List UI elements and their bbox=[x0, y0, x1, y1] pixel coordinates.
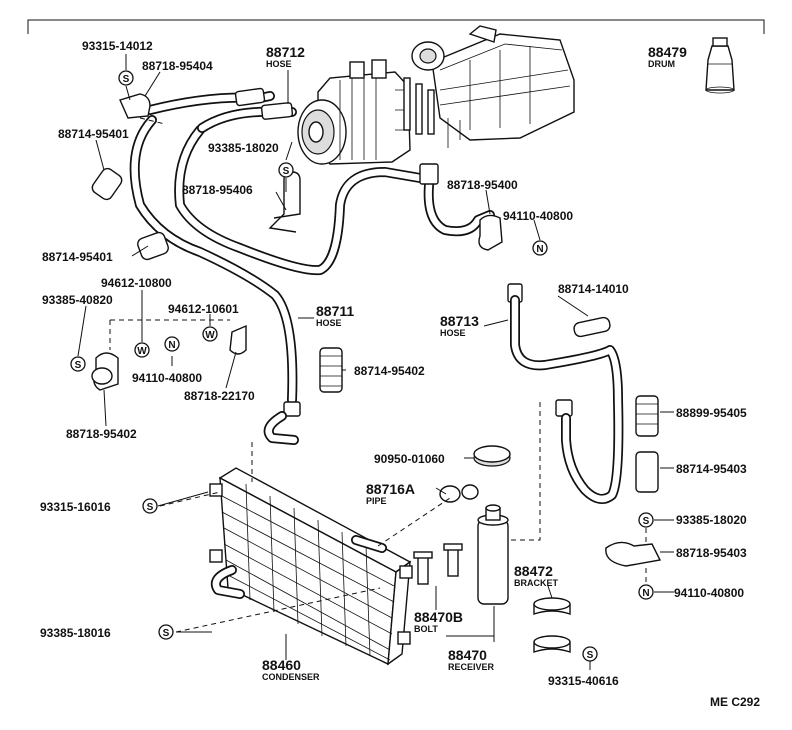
label-88718-95403: 88718-95403 bbox=[676, 546, 747, 560]
pipe-88716A bbox=[263, 411, 479, 503]
svg-text:S: S bbox=[163, 628, 170, 639]
condenser bbox=[209, 467, 413, 666]
symbol-s: S bbox=[582, 646, 598, 662]
label-88716A: 88716A bbox=[366, 481, 415, 497]
label-93385-18020-a: 93385-18020 bbox=[208, 141, 279, 155]
symbol-s: S bbox=[638, 512, 654, 528]
label-94110-40800-b: 94110-40800 bbox=[132, 371, 202, 385]
symbol-s: S bbox=[278, 162, 294, 178]
bracket-88472 bbox=[533, 597, 571, 653]
label-94612-10601: 94612-10601 bbox=[168, 302, 239, 316]
label-88718-95402: 88718-95402 bbox=[66, 427, 137, 441]
clamps bbox=[91, 93, 662, 567]
label-88899-95405: 88899-95405 bbox=[676, 406, 747, 420]
label-88714-95402: 88714-95402 bbox=[354, 364, 425, 378]
label-88479-sub: DRUM bbox=[648, 59, 675, 69]
hose-88713 bbox=[510, 295, 624, 504]
label-88711: 88711 bbox=[316, 303, 354, 319]
leader-lines bbox=[77, 54, 674, 670]
label-88718-95404: 88718-95404 bbox=[142, 59, 213, 73]
label-88713: 88713 bbox=[440, 313, 479, 329]
label-88479: 88479 bbox=[648, 44, 687, 60]
svg-text:S: S bbox=[283, 166, 290, 177]
svg-text:S: S bbox=[123, 74, 130, 85]
symbol-w: W bbox=[202, 326, 218, 342]
label-88470-sub: RECEIVER bbox=[448, 662, 495, 672]
receiver bbox=[477, 504, 509, 605]
symbol-s: S bbox=[158, 624, 174, 640]
label-88470B-sub: BOLT bbox=[414, 624, 438, 634]
label-88712-sub: HOSE bbox=[266, 59, 292, 69]
label-88714-95401-b: 88714-95401 bbox=[42, 250, 113, 264]
svg-text:N: N bbox=[168, 340, 175, 351]
label-88711-sub: HOSE bbox=[316, 318, 342, 328]
svg-text:S: S bbox=[147, 502, 154, 513]
label-88718-22170: 88718-22170 bbox=[184, 389, 255, 403]
label-94110-40800-c: 94110-40800 bbox=[674, 586, 744, 600]
assembly-lines bbox=[109, 117, 647, 633]
label-88470B: 88470B bbox=[414, 609, 463, 625]
symbol-w: W bbox=[134, 342, 150, 358]
symbol-n: N bbox=[638, 584, 654, 600]
bolt-88470B bbox=[413, 543, 463, 585]
symbol-s: S bbox=[70, 356, 86, 372]
label-90950-01060: 90950-01060 bbox=[374, 452, 445, 466]
label-88714-14010: 88714-14010 bbox=[558, 282, 629, 296]
label-93385-40820: 93385-40820 bbox=[42, 293, 113, 307]
label-93385-18016: 93385-18016 bbox=[40, 626, 111, 640]
frame-top bbox=[27, 19, 765, 34]
label-93315-16016: 93315-16016 bbox=[40, 500, 111, 514]
svg-text:N: N bbox=[642, 588, 649, 599]
diagram-code: ME C292 bbox=[710, 695, 760, 709]
svg-text:S: S bbox=[587, 650, 594, 661]
label-88472-sub: BRACKET bbox=[514, 578, 559, 588]
label-93315-40616: 93315-40616 bbox=[548, 674, 619, 688]
part-labels: 93315-14012 88718-95404 88712 HOSE 88479… bbox=[40, 39, 760, 709]
label-88460-sub: CONDENSER bbox=[262, 672, 320, 682]
label-88460: 88460 bbox=[262, 657, 301, 673]
label-88472: 88472 bbox=[514, 563, 553, 579]
sleeves bbox=[91, 167, 659, 493]
label-93385-18020-b: 93385-18020 bbox=[676, 513, 747, 527]
label-88714-95403: 88714-95403 bbox=[676, 462, 747, 476]
label-93315-14012: 93315-14012 bbox=[82, 39, 153, 53]
pipe-top-right bbox=[423, 171, 495, 237]
svg-text:S: S bbox=[75, 360, 82, 371]
label-88713-sub: HOSE bbox=[440, 328, 466, 338]
symbol-n: N bbox=[532, 240, 548, 256]
symbol-s: S bbox=[142, 498, 158, 514]
label-88718-95406: 88718-95406 bbox=[182, 183, 253, 197]
compressor bbox=[297, 59, 411, 165]
symbol-s: S bbox=[118, 70, 134, 86]
label-88714-95401-a: 88714-95401 bbox=[58, 127, 129, 141]
label-88712: 88712 bbox=[266, 44, 305, 60]
drum-part bbox=[705, 37, 735, 94]
label-94612-10800: 94612-10800 bbox=[101, 276, 172, 290]
label-94110-40800-a: 94110-40800 bbox=[503, 209, 573, 223]
svg-text:W: W bbox=[137, 346, 147, 357]
label-88470: 88470 bbox=[448, 647, 487, 663]
symbol-markers: S S N W N W S S S N S S bbox=[70, 70, 654, 662]
svg-text:N: N bbox=[536, 244, 543, 255]
cooling-unit bbox=[403, 25, 575, 148]
label-88716A-sub: PIPE bbox=[366, 496, 387, 506]
svg-text:S: S bbox=[643, 516, 650, 527]
symbol-n: N bbox=[164, 336, 180, 352]
cap-90950 bbox=[473, 445, 511, 467]
svg-text:W: W bbox=[205, 330, 215, 341]
label-88718-95400: 88718-95400 bbox=[447, 178, 518, 192]
